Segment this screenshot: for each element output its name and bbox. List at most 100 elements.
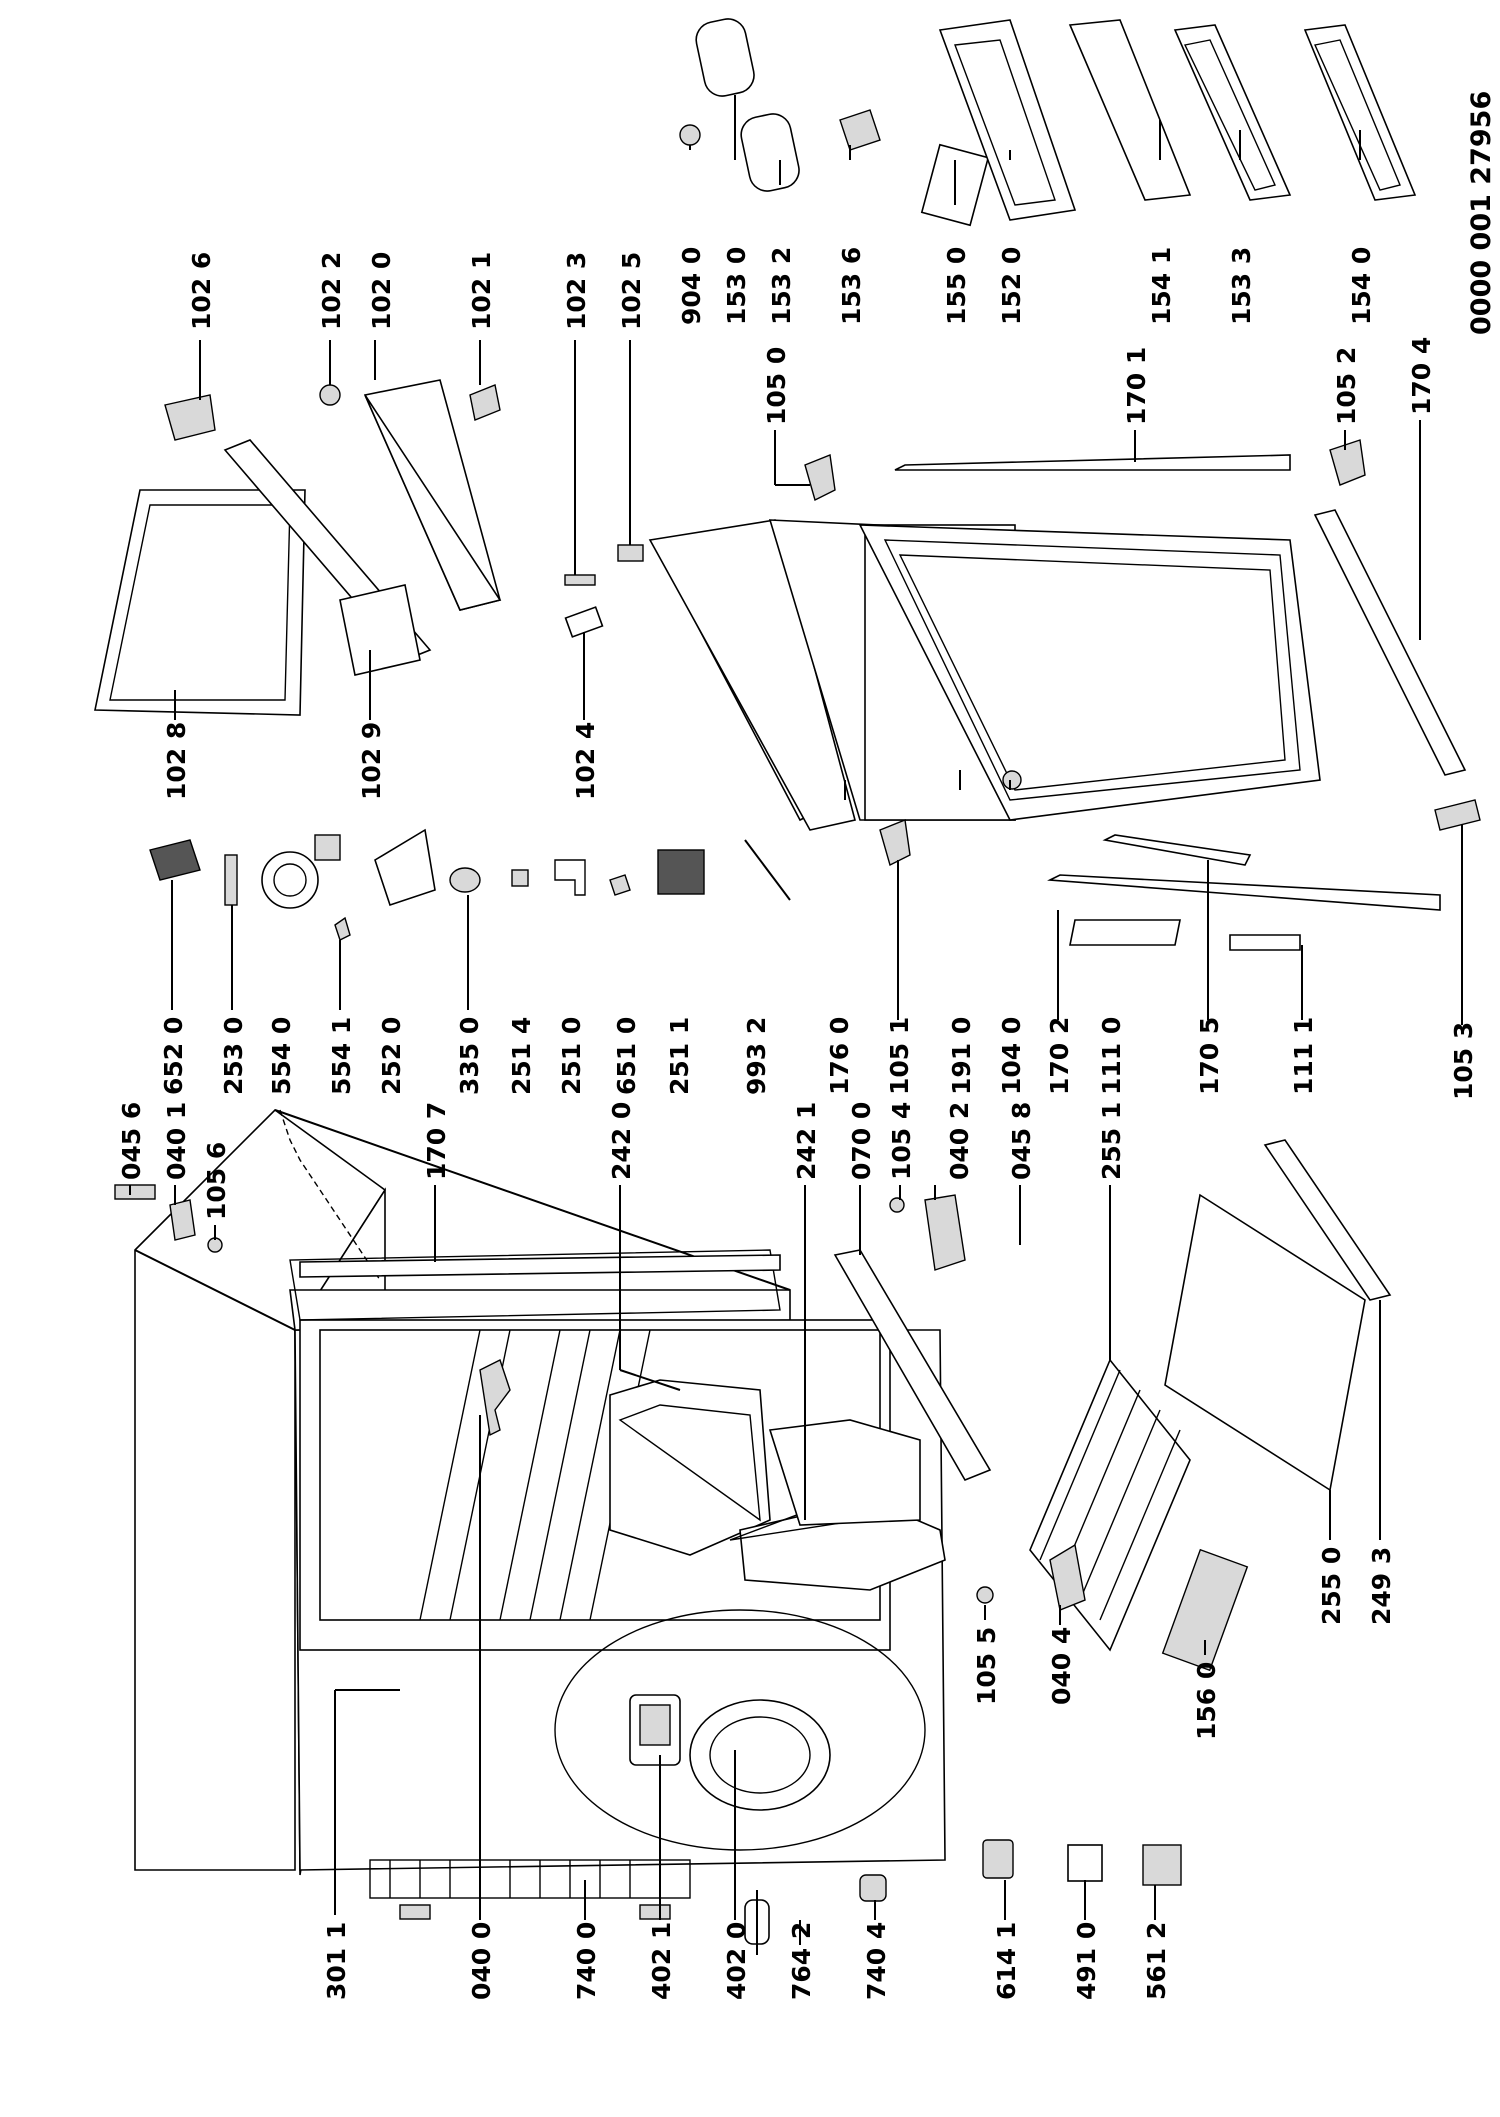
label-102-5: 102 5 xyxy=(617,252,646,330)
hinge-040-0 xyxy=(479,1359,511,1437)
door-bins xyxy=(679,18,1417,227)
part-102-3-drawing xyxy=(564,574,596,586)
label-255-1: 255 1 xyxy=(1097,1102,1126,1180)
label-155-0: 155 0 xyxy=(942,247,971,325)
label-153-6: 153 6 xyxy=(837,247,866,325)
label-242-0: 242 0 xyxy=(607,1102,636,1180)
relay-614-1 xyxy=(982,1839,1014,1879)
label-102-3: 102 3 xyxy=(562,252,591,330)
condenser xyxy=(369,1859,691,1920)
hinge-105-0 xyxy=(804,454,836,502)
bracket-111-0 xyxy=(1069,919,1181,946)
label-105-3: 105 3 xyxy=(1449,1022,1478,1100)
label-153-3: 153 3 xyxy=(1227,247,1256,325)
label-904-0: 904 0 xyxy=(677,247,706,325)
label-993-2: 993 2 xyxy=(742,1017,771,1095)
label-402-0: 402 0 xyxy=(722,1922,751,2000)
label-252-0: 252 0 xyxy=(377,1017,406,1095)
crispers xyxy=(609,1379,946,1591)
label-111-0: 111 0 xyxy=(1097,1017,1126,1095)
leader-lines xyxy=(129,95,1463,1945)
part-102-6-drawing xyxy=(164,394,216,441)
nut-105-6 xyxy=(207,1237,223,1253)
part-102-1-drawing xyxy=(469,384,501,421)
pin-045-6 xyxy=(114,1184,156,1200)
control-parts xyxy=(149,828,791,941)
label-491-0: 491 0 xyxy=(1072,1922,1101,2000)
shelf-glass xyxy=(1164,1193,1366,1492)
label-152-0: 152 0 xyxy=(997,247,1026,325)
label-255-0: 255 0 xyxy=(1317,1547,1346,1625)
label-249-3: 249 3 xyxy=(1367,1547,1396,1625)
label-170-4: 170 4 xyxy=(1407,337,1436,415)
label-153-2: 153 2 xyxy=(767,247,796,325)
rail-170-1 xyxy=(894,454,1291,471)
rail-170-2 xyxy=(1047,874,1441,911)
label-102-6: 102 6 xyxy=(187,252,216,330)
rail-170-5 xyxy=(1102,834,1252,866)
label-561-2: 561 2 xyxy=(1142,1922,1171,2000)
label-153-0: 153 0 xyxy=(722,247,751,325)
label-104-0: 104 0 xyxy=(997,1017,1026,1095)
label-105-5: 105 5 xyxy=(972,1627,1001,1705)
label-170-5: 170 5 xyxy=(1195,1017,1224,1095)
label-764-2: 764 2 xyxy=(787,1922,816,2000)
label-740-4: 740 4 xyxy=(862,1922,891,2000)
hinge-105-2 xyxy=(1329,439,1366,486)
label-335-0: 335 0 xyxy=(455,1017,484,1095)
bin-102-9 xyxy=(339,584,421,676)
screw-105-5 xyxy=(976,1586,994,1604)
label-045-6: 045 6 xyxy=(117,1102,146,1180)
label-170-7: 170 7 xyxy=(422,1102,451,1180)
screw-105-4 xyxy=(889,1197,905,1213)
grommet xyxy=(859,1874,887,1902)
bracket-040-2 xyxy=(924,1194,966,1271)
hinge-105-3 xyxy=(1434,799,1481,831)
label-170-1: 170 1 xyxy=(1122,347,1151,425)
label-170-2: 170 2 xyxy=(1045,1017,1074,1095)
label-176-0: 176 0 xyxy=(825,1017,854,1095)
label-105-2: 105 2 xyxy=(1332,347,1361,425)
part-102-5-drawing xyxy=(617,544,644,562)
label-191-0: 191 0 xyxy=(947,1017,976,1095)
hinge-040-4 xyxy=(1049,1543,1086,1611)
part-labels: 301 1 040 0 740 0 402 1 402 0 764 2 740 … xyxy=(117,91,1497,2000)
label-614-1: 614 1 xyxy=(992,1922,1021,2000)
label-045-8: 045 8 xyxy=(1007,1102,1036,1180)
label-740-0: 740 0 xyxy=(572,1922,601,2000)
label-251-0: 251 0 xyxy=(557,1017,586,1095)
label-253-0: 253 0 xyxy=(219,1017,248,1095)
label-651-0: 651 0 xyxy=(612,1017,641,1095)
label-040-4: 040 4 xyxy=(1047,1627,1076,1705)
label-154-1: 154 1 xyxy=(1147,247,1176,325)
bracket-111-1 xyxy=(1229,934,1301,951)
part-102-2-drawing xyxy=(319,384,341,406)
label-040-2: 040 2 xyxy=(945,1102,974,1180)
label-102-9: 102 9 xyxy=(357,722,386,800)
compressor-area xyxy=(554,1609,926,1851)
label-251-4: 251 4 xyxy=(507,1017,536,1095)
gasket-102-8 xyxy=(94,489,306,716)
label-040-0: 040 0 xyxy=(467,1922,496,2000)
label-040-1: 040 1 xyxy=(162,1102,191,1180)
label-105-4: 105 4 xyxy=(887,1102,916,1180)
label-154-0: 154 0 xyxy=(1347,247,1376,325)
rail-170-4 xyxy=(1313,509,1467,776)
part-drawings xyxy=(94,18,1481,1955)
cover-070-0 xyxy=(833,1249,992,1482)
label-111-1: 111 1 xyxy=(1289,1017,1318,1095)
bracket-040-1 xyxy=(169,1199,196,1241)
label-652-0: 652 0 xyxy=(159,1017,188,1095)
label-070-0: 070 0 xyxy=(847,1102,876,1180)
label-105-0: 105 0 xyxy=(762,347,791,425)
label-102-8: 102 8 xyxy=(162,722,191,800)
part-102-4-drawing xyxy=(564,606,604,638)
label-105-1: 105 1 xyxy=(885,1017,914,1095)
relay-561-2 xyxy=(1142,1844,1182,1886)
label-102-0: 102 0 xyxy=(367,252,396,330)
cover-491-0 xyxy=(1067,1844,1103,1882)
label-102-2: 102 2 xyxy=(317,252,346,330)
label-301-1: 301 1 xyxy=(322,1922,351,2000)
shelf-wire xyxy=(1029,1358,1191,1652)
label-156-0: 156 0 xyxy=(1192,1662,1221,1740)
